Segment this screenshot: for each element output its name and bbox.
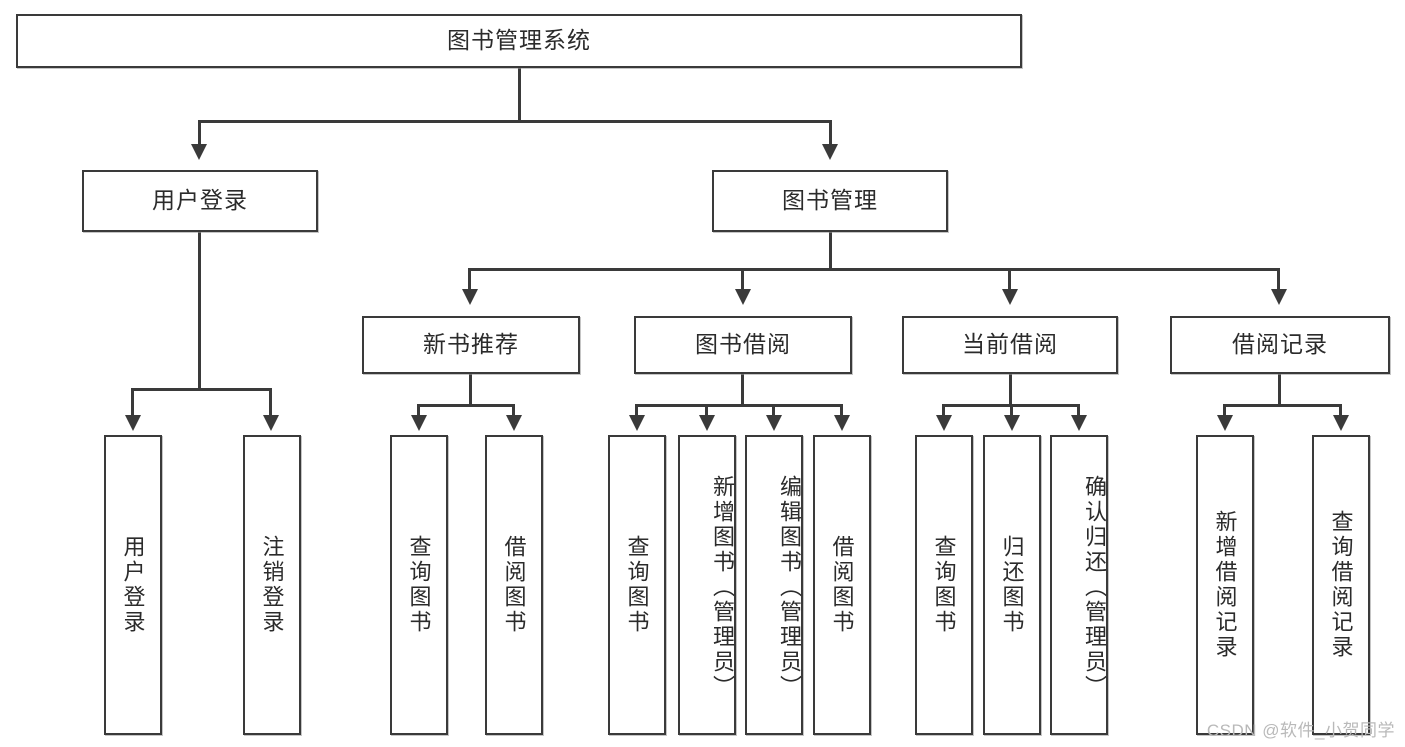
connector-user-login-bus <box>131 388 270 391</box>
node-book-manage[interactable]: 图书管理 <box>712 170 948 232</box>
arrow-root-to-user-login <box>191 144 207 160</box>
connector-borrow-record-stem <box>1278 374 1281 406</box>
leaf-query-record[interactable]: 查询借阅记录 <box>1312 435 1370 735</box>
connector-new-book-stem <box>469 374 472 406</box>
leaf-return-book[interactable]: 归还图书 <box>983 435 1041 735</box>
arrow-book-manage-to-current-borrow <box>1002 289 1018 305</box>
arrow-book-borrow-to-leaf-2 <box>699 415 715 431</box>
node-root-label: 图书管理系统 <box>447 27 591 54</box>
node-book-borrow[interactable]: 图书借阅 <box>634 316 852 374</box>
leaf-confirm-return[interactable]: 确认归还（管理员） <box>1050 435 1108 735</box>
node-book-manage-label: 图书管理 <box>782 187 878 214</box>
arrow-new-book-to-leaf-2 <box>506 415 522 431</box>
leaf-confirm-return-label: 确认归还（管理员） <box>1082 474 1107 700</box>
connector-user-login-to-leaf-2 <box>269 388 272 417</box>
node-root[interactable]: 图书管理系统 <box>16 14 1022 68</box>
leaf-query-book-3[interactable]: 查询图书 <box>915 435 973 735</box>
leaf-add-record[interactable]: 新增借阅记录 <box>1196 435 1254 735</box>
node-new-book-recommend[interactable]: 新书推荐 <box>362 316 580 374</box>
node-current-borrow[interactable]: 当前借阅 <box>902 316 1118 374</box>
arrow-borrow-record-to-leaf-2 <box>1333 415 1349 431</box>
node-book-borrow-label: 图书借阅 <box>695 331 791 358</box>
arrow-current-borrow-to-leaf-2 <box>1004 415 1020 431</box>
leaf-add-book-label: 新增图书（管理员） <box>710 474 735 700</box>
leaf-query-record-label: 查询借阅记录 <box>1328 510 1354 660</box>
connector-book-manage-to-current-borrow <box>1008 268 1011 291</box>
arrow-book-manage-to-new-book <box>462 289 478 305</box>
node-new-book-recommend-label: 新书推荐 <box>423 331 519 358</box>
connector-new-book-to-leaf-2 <box>512 404 515 417</box>
node-borrow-record-label: 借阅记录 <box>1232 331 1328 358</box>
arrow-current-borrow-to-leaf-3 <box>1071 415 1087 431</box>
connector-current-borrow-stem <box>1009 374 1012 406</box>
connector-user-login-to-leaf-1 <box>131 388 134 417</box>
arrow-new-book-to-leaf-1 <box>411 415 427 431</box>
connector-borrow-record-to-leaf-1 <box>1223 404 1226 417</box>
node-current-borrow-label: 当前借阅 <box>962 331 1058 358</box>
connector-book-manage-to-new-book <box>468 268 471 291</box>
leaf-query-book-3-label: 查询图书 <box>931 535 957 635</box>
arrow-book-borrow-to-leaf-1 <box>629 415 645 431</box>
arrow-user-login-to-leaf-2 <box>263 415 279 431</box>
leaf-logout-login[interactable]: 注销登录 <box>243 435 301 735</box>
leaf-edit-book[interactable]: 编辑图书（管理员） <box>745 435 803 735</box>
leaf-user-login-label: 用户登录 <box>120 535 146 635</box>
connector-root-to-user-login <box>198 120 201 146</box>
connector-book-borrow-to-leaf-2 <box>705 404 708 417</box>
leaf-query-book-2[interactable]: 查询图书 <box>608 435 666 735</box>
connector-book-borrow-to-leaf-3 <box>772 404 775 417</box>
connector-book-borrow-to-leaf-4 <box>840 404 843 417</box>
connector-root-to-book-manage <box>829 120 832 146</box>
node-borrow-record[interactable]: 借阅记录 <box>1170 316 1390 374</box>
leaf-borrow-book-2[interactable]: 借阅图书 <box>813 435 871 735</box>
leaf-return-book-label: 归还图书 <box>999 535 1025 635</box>
connector-book-manage-to-borrow-record <box>1277 268 1280 291</box>
leaf-query-book-2-label: 查询图书 <box>624 535 650 635</box>
connector-book-borrow-bus <box>635 404 843 407</box>
connector-root-stem <box>518 68 521 120</box>
connector-current-borrow-to-leaf-3 <box>1077 404 1080 417</box>
connector-root-bus <box>198 120 830 123</box>
connector-book-manage-to-book-borrow <box>741 268 744 291</box>
leaf-borrow-book-1-label: 借阅图书 <box>501 535 527 635</box>
connector-borrow-record-to-leaf-2 <box>1339 404 1342 417</box>
arrow-user-login-to-leaf-1 <box>125 415 141 431</box>
connector-current-borrow-to-leaf-2 <box>1010 404 1013 417</box>
connector-book-manage-stem <box>829 232 832 270</box>
connector-user-login-stem <box>198 232 201 390</box>
arrow-borrow-record-to-leaf-1 <box>1217 415 1233 431</box>
connector-borrow-record-bus <box>1223 404 1341 407</box>
arrow-current-borrow-to-leaf-1 <box>936 415 952 431</box>
arrow-book-borrow-to-leaf-3 <box>766 415 782 431</box>
leaf-edit-book-label: 编辑图书（管理员） <box>777 474 802 700</box>
leaf-add-book[interactable]: 新增图书（管理员） <box>678 435 736 735</box>
connector-current-borrow-to-leaf-1 <box>942 404 945 417</box>
leaf-add-record-label: 新增借阅记录 <box>1212 510 1238 660</box>
connector-new-book-bus <box>417 404 515 407</box>
leaf-user-login[interactable]: 用户登录 <box>104 435 162 735</box>
leaf-borrow-book-1[interactable]: 借阅图书 <box>485 435 543 735</box>
leaf-borrow-book-2-label: 借阅图书 <box>829 535 855 635</box>
connector-book-borrow-stem <box>741 374 744 406</box>
arrow-book-manage-to-book-borrow <box>735 289 751 305</box>
arrow-book-manage-to-borrow-record <box>1271 289 1287 305</box>
arrow-root-to-book-manage <box>822 144 838 160</box>
leaf-query-book-1-label: 查询图书 <box>406 535 432 635</box>
connector-book-borrow-to-leaf-1 <box>635 404 638 417</box>
node-user-login-label: 用户登录 <box>152 187 248 214</box>
arrow-book-borrow-to-leaf-4 <box>834 415 850 431</box>
leaf-query-book-1[interactable]: 查询图书 <box>390 435 448 735</box>
connector-new-book-to-leaf-1 <box>417 404 420 417</box>
connector-book-manage-bus <box>468 268 1280 271</box>
leaf-logout-login-label: 注销登录 <box>259 535 285 635</box>
node-user-login[interactable]: 用户登录 <box>82 170 318 232</box>
